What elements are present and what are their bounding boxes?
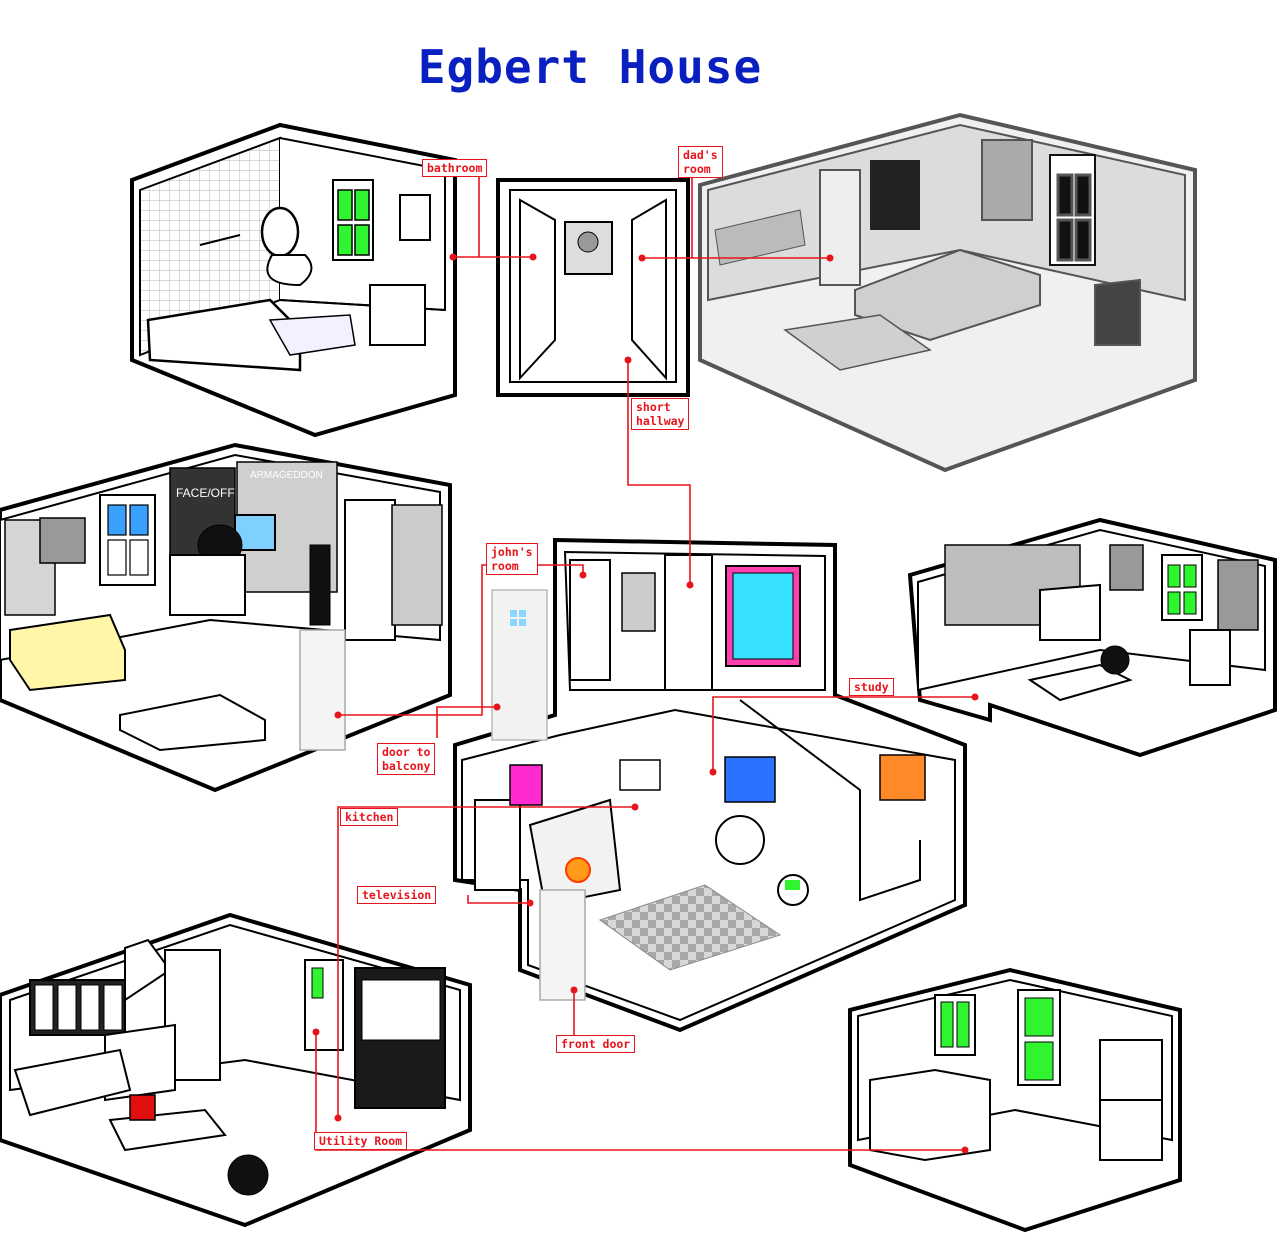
connector-lines [315, 173, 975, 1151]
living-room-room [453, 537, 967, 1033]
johns-room-room [0, 442, 452, 793]
connector-dots [312, 253, 979, 1154]
armageddon-poster-text: ARMAGEDDON [250, 470, 323, 481]
label-front-door[interactable]: front door [556, 1035, 636, 1053]
bathroom-room [130, 122, 457, 438]
kitchen-room [0, 912, 472, 1228]
faceoff-poster-text: FACE/OFF [176, 486, 235, 500]
label-bathroom[interactable]: bathroom [422, 159, 488, 177]
label-utility-room[interactable]: Utility Room [314, 1132, 408, 1150]
label-kitchen[interactable]: kitchen [340, 808, 399, 826]
page-title: Egbert House [417, 40, 763, 94]
study-room [907, 517, 1277, 758]
label-television[interactable]: television [357, 886, 437, 904]
short-hallway-room [496, 178, 690, 397]
utility-room-room [848, 967, 1182, 1233]
label-johns-room[interactable]: john's room [486, 543, 538, 575]
label-dads-room[interactable]: dad's room [678, 146, 723, 178]
dads-room-room [698, 112, 1197, 473]
label-door-to-balcony[interactable]: door to balcony [377, 743, 436, 775]
label-study[interactable]: study [849, 678, 894, 696]
label-short-hallway[interactable]: short hallway [631, 398, 690, 430]
